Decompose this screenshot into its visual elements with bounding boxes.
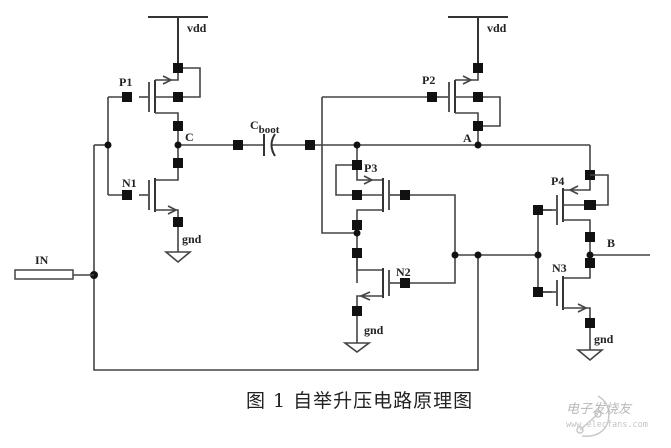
n2-label: N2 — [396, 265, 411, 279]
p3-drain-pin — [352, 220, 362, 230]
p3-source-pin — [352, 160, 362, 170]
transistor-p2: vdd P2 A — [422, 16, 508, 145]
p1-gate-pin — [122, 92, 132, 102]
p3-arrow-icon — [363, 175, 374, 185]
transistor-n2: gnd N2 — [342, 248, 411, 353]
node-b-label: B — [607, 236, 615, 250]
p4-arrow-icon — [568, 185, 579, 195]
cboot-left-pin — [233, 140, 243, 150]
p3-body-pin — [352, 190, 362, 200]
ground-icon-2 — [342, 342, 372, 353]
junction-node-c — [174, 141, 182, 149]
junction-node — [451, 251, 459, 259]
vdd-label-1: vdd — [187, 21, 207, 35]
p4-source-wire — [563, 180, 591, 191]
junction-node-a — [474, 141, 482, 149]
in-label: IN — [35, 253, 49, 267]
p2-drain-pin — [473, 121, 483, 131]
input-port: IN — [14, 253, 94, 280]
transistor-p4: P4 — [533, 170, 609, 242]
junction-node — [353, 229, 361, 237]
n1-source-wire — [155, 209, 179, 252]
p2-source-pin — [473, 63, 483, 73]
junction-node — [104, 141, 112, 149]
n2-drain-pin — [352, 248, 362, 258]
p1-body-tie — [178, 67, 201, 98]
n3-source-wire — [563, 307, 591, 350]
p4-body-pin — [584, 200, 596, 210]
transistor-p3: P3 — [335, 145, 410, 283]
p4-label: P4 — [551, 174, 564, 188]
n2-arrow-icon — [359, 291, 371, 301]
p3-label: P3 — [364, 161, 377, 175]
elecfans-logo-icon — [576, 395, 610, 437]
p1-source-pin — [173, 63, 183, 73]
in-port-box — [14, 269, 74, 280]
p4-body-tie — [590, 174, 609, 206]
n1-source-pin — [173, 217, 183, 227]
junction-node — [534, 251, 542, 259]
n3-gate-pin — [533, 287, 543, 297]
watermark-url: www.elecfans.com — [566, 420, 648, 430]
junction-node-b — [586, 251, 594, 259]
cboot-label-main: C — [250, 118, 259, 132]
transistor-n1: gnd N1 — [122, 145, 202, 264]
p4-gate-pin — [533, 205, 543, 215]
n3-label: N3 — [552, 261, 567, 275]
p1-arrow-icon — [162, 75, 173, 85]
node-c-label: C — [185, 130, 194, 144]
n3-arrow-icon — [577, 303, 588, 313]
n2-source-pin — [352, 306, 362, 316]
junction-node — [353, 141, 361, 149]
n2-drain-wire — [356, 258, 383, 271]
p2-gate-pin — [427, 92, 437, 102]
junction-node — [474, 251, 482, 259]
capacitor-cboot: Cboot — [233, 118, 315, 157]
p2-arrow-icon — [462, 75, 473, 85]
figure-caption: 图 1 自举升压电路原理图 — [246, 390, 474, 412]
n1-drain-wire — [155, 163, 179, 181]
p3-gate-pin — [400, 190, 410, 200]
input-feedback-wire — [93, 145, 479, 371]
node-a-label: A — [463, 131, 472, 145]
n3-drain-pin — [585, 258, 595, 268]
n2-gate-pin — [400, 278, 410, 288]
ground-icon-3 — [575, 349, 605, 362]
watermark-brand: 电子发烧友 — [566, 402, 632, 417]
n2-source-wire — [356, 295, 383, 343]
cboot-label: Cboot — [250, 118, 280, 136]
n1-drain-pin — [173, 158, 183, 168]
p2-drain-wire — [455, 112, 479, 145]
p2-label: P2 — [422, 73, 435, 87]
n2-gate-wire — [405, 255, 456, 284]
n3-drain-wire — [563, 268, 591, 279]
gnd-label-1: gnd — [182, 232, 202, 246]
n3-source-pin — [585, 318, 595, 328]
n1-gate-pin — [122, 190, 132, 200]
junction-nodes — [90, 141, 594, 279]
p2-body-pin — [473, 92, 483, 102]
cboot-plate-right — [270, 133, 276, 157]
p3-body-tie — [335, 164, 357, 196]
cboot-label-sub: boot — [259, 124, 280, 136]
p1-drain-wire — [155, 112, 179, 145]
ground-icon-1 — [163, 251, 193, 264]
gnd-label-3: gnd — [594, 332, 614, 346]
n1-arrow-icon — [167, 205, 178, 215]
transistor-n3: gnd N3 B — [533, 236, 615, 362]
p1-label: P1 — [119, 75, 132, 89]
p2-gate-feedback-wire — [321, 97, 357, 234]
vdd-label-2: vdd — [487, 21, 507, 35]
p1-drain-pin — [173, 121, 183, 131]
gnd-label-2: gnd — [364, 323, 384, 337]
cboot-right-pin — [305, 140, 315, 150]
transistor-p1: vdd P1 C — [119, 16, 208, 145]
n1-label: N1 — [122, 176, 137, 190]
p4-drain-pin — [585, 232, 595, 242]
p1-body-pin — [173, 92, 183, 102]
p3-gate-wire — [405, 194, 456, 255]
